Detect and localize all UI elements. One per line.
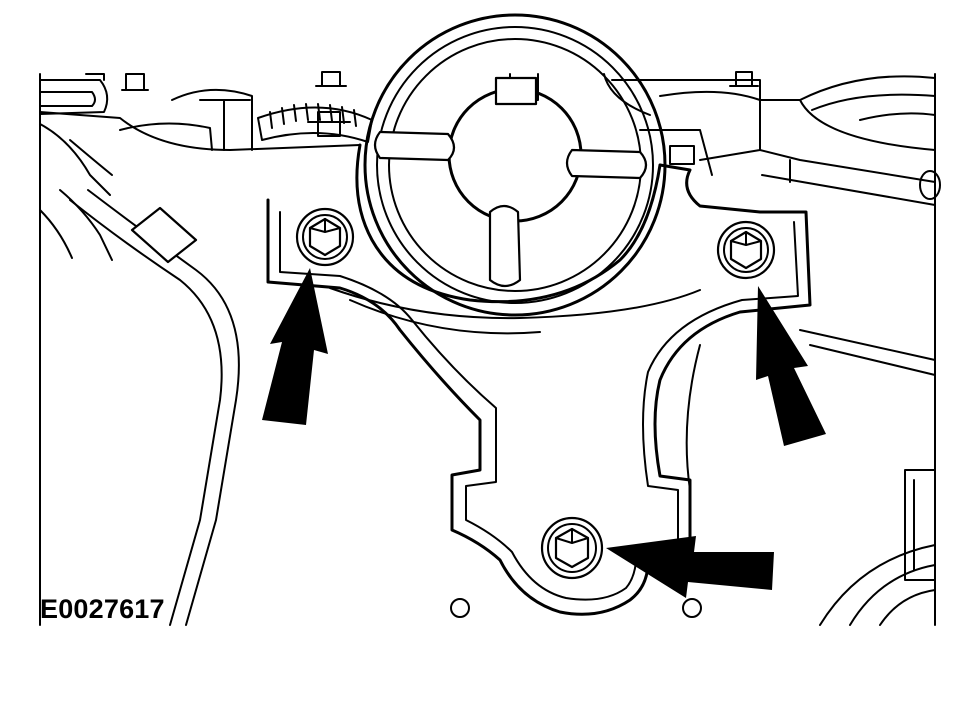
bolt-bottom: [540, 516, 604, 580]
arrow-left-bolt: [262, 268, 328, 425]
hole-right: [682, 598, 702, 618]
mounting-bracket: [266, 143, 812, 616]
bolt-right: [716, 220, 776, 280]
arrow-right-bolt: [756, 286, 826, 446]
hole-left: [450, 598, 470, 618]
bolt-left: [295, 207, 355, 267]
arrow-bottom-bolt: [606, 536, 774, 598]
wiring-harness: [39, 189, 240, 626]
figure-reference-code: E0027617: [40, 594, 165, 624]
pulley-hub: [363, 13, 667, 317]
lower-right-components: [685, 329, 936, 626]
background-engine-components: [39, 71, 941, 206]
